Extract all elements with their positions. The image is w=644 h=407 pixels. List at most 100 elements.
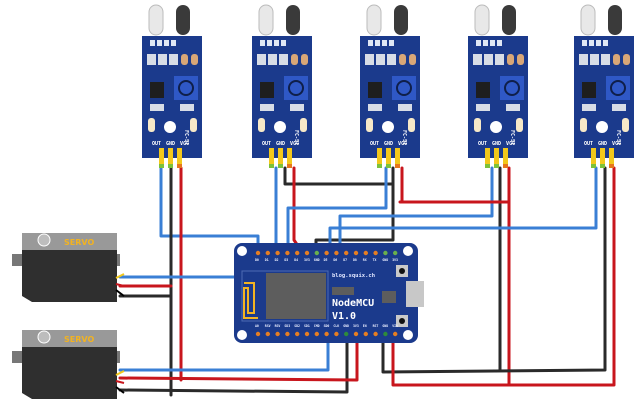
comparator-chip: [368, 82, 382, 98]
pad: [497, 40, 502, 46]
header-pin: [395, 148, 400, 164]
smd-cap: [260, 104, 274, 111]
servo-2: SERVO: [12, 307, 125, 399]
pad: [157, 40, 162, 46]
servo-wire-signal: [115, 370, 125, 376]
pad: [164, 40, 169, 46]
pin-top-d7: [344, 250, 349, 256]
servo-label: SERVO: [64, 238, 94, 247]
ir-receiver-led: [502, 5, 516, 35]
antenna-trace: [243, 282, 258, 319]
mounting-hole: [403, 246, 413, 256]
pin-top-d1: [265, 250, 270, 256]
smd-cap: [582, 104, 596, 111]
potentiometer: [174, 76, 198, 100]
site-label: blog.squix.ch: [332, 273, 375, 279]
servo-body: [22, 330, 117, 399]
pin-label-top: D2: [275, 258, 279, 262]
pin-label-top: 3V3: [304, 258, 310, 262]
servo-horn: [29, 307, 48, 328]
mounting-hole: [596, 121, 608, 133]
header-pin: [503, 148, 508, 164]
comparator-chip: [582, 82, 596, 98]
smd-resistor-brown: [613, 54, 620, 65]
smd-resistor-brown: [517, 54, 524, 65]
ir-emitter-led: [148, 4, 164, 36]
smd-cap: [290, 104, 304, 111]
header-pin: [177, 148, 182, 164]
wire-s2-gnd: [283, 166, 395, 186]
chip: [382, 291, 396, 303]
pin-label-gnd: GND: [384, 141, 393, 147]
ir-receiver-led: [286, 5, 300, 35]
smd-resistor-brown: [301, 54, 308, 65]
pad: [260, 40, 265, 46]
smd-resistor: [484, 54, 493, 65]
pin-label-out: OUT: [584, 141, 593, 147]
potentiometer-knob: [396, 80, 412, 96]
header-pin-tip: [159, 164, 164, 168]
wire-s5-vcc: [391, 166, 616, 387]
smd-cap: [612, 104, 626, 111]
status-led: [148, 118, 155, 132]
power-led: [300, 118, 307, 132]
pin-label-bottom: A0: [255, 324, 259, 328]
pin-top-3v3: [304, 250, 310, 256]
pin-label-bottom: 3V3: [353, 324, 359, 328]
header-pin: [600, 148, 605, 164]
header-pin: [591, 148, 596, 164]
pad: [589, 40, 594, 46]
pin-bottom-sd2: [295, 331, 300, 337]
mounting-hole: [237, 330, 247, 340]
comparator-chip: [476, 82, 490, 98]
pin-label-gnd: GND: [166, 141, 175, 147]
pin-label-vcc: VCC: [398, 141, 407, 147]
board-title: NodeMCU: [332, 298, 374, 309]
esp-shield: [266, 273, 326, 319]
smd-resistor-brown: [409, 54, 416, 65]
pad: [476, 40, 481, 46]
wire-servo-gnd: [118, 336, 349, 394]
potentiometer: [500, 76, 524, 100]
smd-resistor: [495, 54, 504, 65]
servo-label: SERVO: [64, 335, 94, 344]
pin-label-vcc: VCC: [290, 141, 299, 147]
potentiometer: [284, 76, 308, 100]
wire-s1-out: [159, 166, 260, 254]
power-led: [190, 118, 197, 132]
pin-bottom-3v3: [353, 331, 359, 337]
wire-s3-vcc: [400, 166, 470, 204]
pin-bottom-rsv: [265, 331, 270, 337]
power-led: [408, 118, 415, 132]
status-led: [580, 118, 587, 132]
header-pin-tip: [591, 164, 596, 168]
wires: [118, 166, 616, 397]
header-pin-tip: [269, 164, 274, 168]
pin-label-bottom: RSV: [275, 324, 281, 328]
mounting-hole: [237, 246, 247, 256]
header-pin: [494, 148, 499, 164]
pin-label-bottom: SD1: [304, 324, 310, 328]
pin-label-out: OUT: [262, 141, 271, 147]
smd-resistor: [473, 54, 482, 65]
pin-bottom-cmd: [314, 331, 319, 337]
sensor-model-label: FC-51: [183, 130, 189, 145]
pin-label-top: D0: [255, 258, 259, 262]
pin-bottom-a0: [255, 331, 261, 337]
mounting-hole: [403, 330, 413, 340]
reset-button-cap: [399, 318, 405, 324]
flash-button-cap: [399, 268, 405, 274]
smd-resistor: [601, 54, 610, 65]
servo-body: [22, 233, 117, 302]
pin-label-vcc: VCC: [612, 141, 621, 147]
pin-bottom-sd0: [324, 331, 329, 337]
pin-bottom-vin: [393, 331, 398, 337]
pin-label-top: D8: [353, 258, 357, 262]
servo-wire-ground: [115, 289, 125, 297]
servos: SERVO SERVO: [12, 210, 125, 399]
header-pin-tip: [494, 164, 499, 168]
